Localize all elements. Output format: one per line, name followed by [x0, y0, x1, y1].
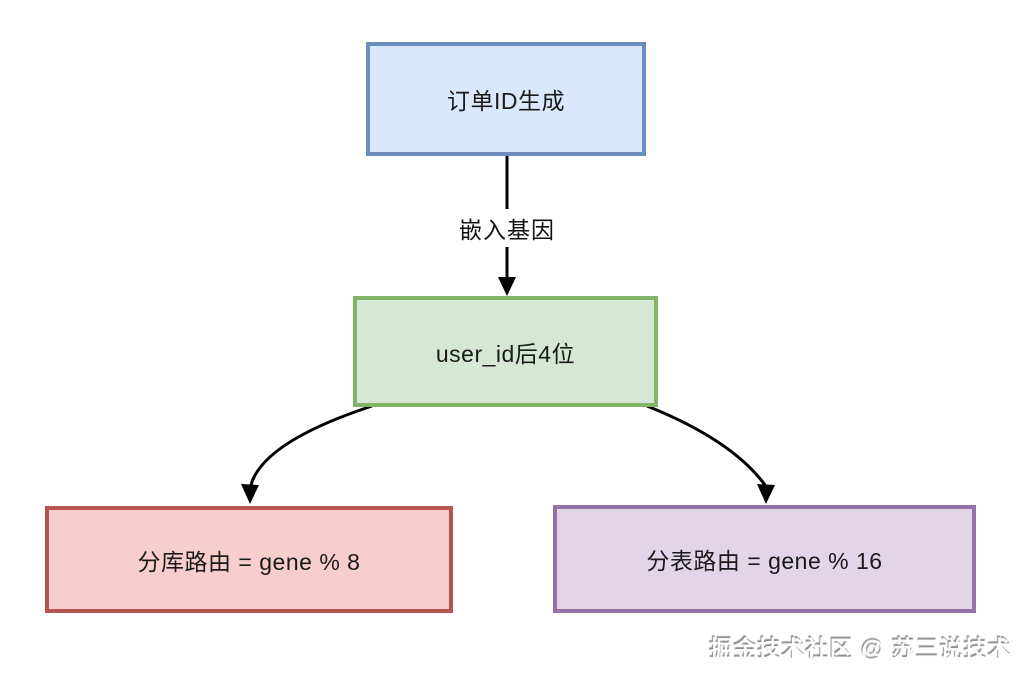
edge-label-embed-gene: 嵌入基因 — [453, 209, 561, 247]
node-order-id-label: 订单ID生成 — [447, 88, 565, 114]
watermark-text: 掘金技术社区 @ 苏三说技术 — [709, 636, 1012, 662]
node-user-id-label: user_id后4位 — [435, 340, 576, 367]
edge-table-routing-arrow — [646, 404, 775, 504]
node-db-routing: 分库路由 = gene % 8 — [45, 506, 453, 613]
node-order-id-generation: 订单ID生成 — [366, 42, 646, 156]
node-user-id-last4: user_id后4位 — [353, 296, 658, 407]
edge-db-routing-arrow — [241, 404, 373, 504]
node-table-routing: 分表路由 = gene % 16 — [553, 505, 976, 613]
node-table-routing-label: 分表路由 = gene % 16 — [646, 548, 883, 574]
node-db-routing-label: 分库路由 = gene % 8 — [137, 548, 361, 575]
